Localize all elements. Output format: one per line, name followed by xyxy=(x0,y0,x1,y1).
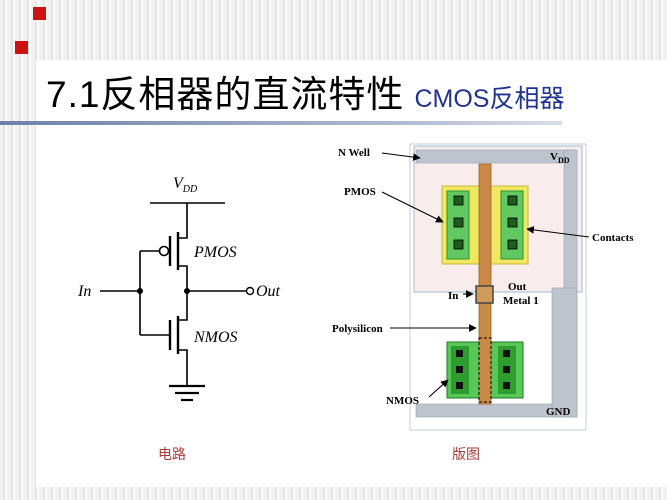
layout-labels: N Well PMOS Contacts In Out Metal 1 Poly… xyxy=(332,147,634,418)
circuit-nmos-label: NMOS xyxy=(193,329,238,346)
circuit-caption: 电路 xyxy=(158,446,186,462)
contacts-label: Contacts xyxy=(592,232,634,244)
circuit-schematic: VDD PMOS NMOS In Out xyxy=(77,175,281,402)
layout-pmos-label: PMOS xyxy=(344,186,376,198)
circuit-wires xyxy=(100,202,246,402)
red-square-decoration xyxy=(33,7,46,20)
output-terminal-circle xyxy=(245,286,255,296)
layout-cell xyxy=(409,143,587,431)
n-well-label: N Well xyxy=(338,147,370,159)
polysilicon-label: Polysilicon xyxy=(332,323,383,335)
circuit-out-label: Out xyxy=(256,283,281,300)
figure-image: VDD PMOS NMOS In Out xyxy=(62,138,654,471)
title-divider-rule xyxy=(0,121,562,125)
layout-in-label: In xyxy=(448,290,458,302)
layout-caption: 版图 xyxy=(452,446,480,462)
page-title: 7.1反相器的直流特性 CMOS反相器 xyxy=(46,64,564,118)
circuit-nodes xyxy=(137,286,255,296)
pmos-contacts xyxy=(453,195,518,250)
nmos-contacts xyxy=(456,350,510,389)
circuit-vdd-label: VDD xyxy=(173,175,198,195)
circuit-pmos-label: PMOS xyxy=(193,244,237,261)
metal1-label: Metal 1 xyxy=(503,295,539,307)
layout-vdd-label: VDD xyxy=(550,151,570,165)
circuit-labels: VDD PMOS NMOS In Out xyxy=(77,175,281,346)
layout-callout-arrows xyxy=(381,152,590,398)
input-junction-dot xyxy=(137,288,143,294)
red-square-decoration xyxy=(15,41,28,54)
layout-diagram: N Well PMOS Contacts In Out Metal 1 Poly… xyxy=(332,143,634,431)
nmos-gate-dashed xyxy=(478,337,492,403)
title-subtitle: CMOS反相器 xyxy=(414,85,565,113)
output-junction-dot xyxy=(184,288,190,294)
circuit-in-label: In xyxy=(77,283,91,300)
layout-out-label: Out xyxy=(508,281,527,293)
layout-nmos-label: NMOS xyxy=(386,395,419,407)
title-main: 7.1反相器的直流特性 xyxy=(46,74,405,115)
layout-gnd-label: GND xyxy=(546,406,571,418)
out-metal1-strip xyxy=(551,287,578,418)
in-poly-contact xyxy=(475,285,494,304)
